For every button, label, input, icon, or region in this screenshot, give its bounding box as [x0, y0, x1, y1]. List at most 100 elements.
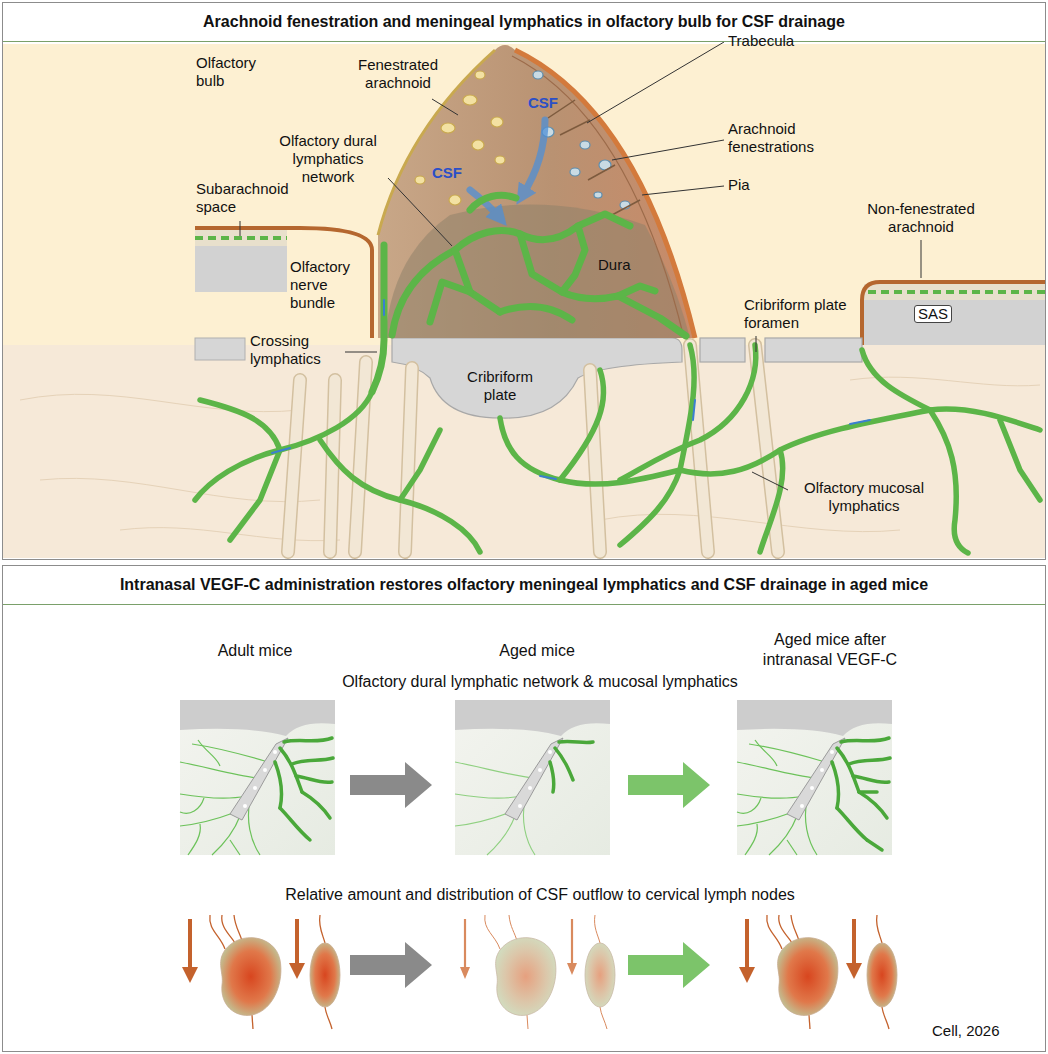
olfactory-nerve: [405, 368, 412, 552]
vegfc-lymphatics: [849, 758, 890, 764]
fenestration: [580, 141, 590, 149]
olfactory-nerve: [288, 345, 778, 552]
cribriform-plate: [195, 338, 245, 360]
aging-arrow: [350, 942, 432, 988]
arachnoid-edge: [515, 50, 695, 338]
cribriform-plate: [765, 338, 862, 362]
skull-bone: [864, 300, 1045, 345]
vegfc-lymphatics: [830, 750, 834, 754]
fenestration: [415, 176, 425, 184]
part-label: Dura: [598, 256, 631, 274]
leader-line: [345, 352, 377, 353]
part-label: Cribriform plate foramen: [744, 296, 856, 332]
fenestration: [495, 156, 505, 164]
vegfc-lymphatics: [837, 808, 867, 840]
adult-lymph-nodes: [222, 915, 235, 943]
aged-lymphatics: [550, 762, 554, 792]
olfactory-nerve: [355, 362, 366, 552]
cribriform-plate: [700, 338, 745, 362]
dural-lymphatics: [470, 195, 516, 210]
aged-lymphatics: [518, 804, 522, 808]
csf-in-vessel: [272, 300, 870, 479]
trabecula: [612, 200, 640, 215]
part-label: Olfactory mucosal lymphatics: [792, 478, 936, 516]
adult-lymphatics: [198, 740, 220, 766]
vegfc-lymph-nodes: [745, 919, 749, 969]
sas-lymphatic: [868, 290, 1045, 294]
aged-lymphatics: [538, 768, 542, 772]
olfactory-nerve: [288, 345, 778, 552]
crossing-lymphatic: [372, 245, 384, 392]
csf-flow-arrow: [522, 120, 545, 196]
fenestration: [533, 71, 543, 79]
cribriform-plate: [392, 338, 862, 418]
fenestration: [415, 71, 505, 205]
aged-lymph-nodes: [464, 919, 466, 969]
adult-lymph-nodes: [310, 943, 340, 1007]
vegfc-lymphatics: [800, 804, 804, 808]
dural-lymphatics: [562, 226, 585, 292]
fenestration: [491, 117, 503, 127]
condition-label: Aged mice after intranasal VEGF-C: [745, 630, 915, 670]
adult-lymph-nodes: [182, 967, 198, 983]
panel-two-art: [180, 700, 897, 1029]
adult-lymphatics: [180, 794, 246, 798]
part-label: Arachnoid fenestrations: [728, 120, 848, 156]
vegfc-lymph-nodes: [739, 915, 897, 1029]
adult-lymph-nodes: [252, 1015, 253, 1029]
figure-panel: Intranasal VEGF-C administration restore…: [2, 565, 1046, 1052]
panel-one-art: [3, 42, 1045, 558]
olfactory-nerve: [288, 380, 300, 552]
fenestration: [475, 71, 485, 79]
part-label: SAS: [914, 305, 952, 323]
mucosal-lymphatics: [680, 409, 1040, 474]
flow-label: CSF: [528, 94, 558, 112]
adult-lymphatics: [188, 824, 200, 855]
adult-lymphatics: [280, 808, 310, 840]
trabecula: [560, 120, 590, 135]
trabecula: [548, 100, 575, 118]
vegfc-lymphatics: [755, 740, 777, 766]
adult-lymphatics: [284, 738, 332, 742]
aged-lymph-nodes: [509, 915, 517, 941]
vegfc-lymphatics: [859, 792, 887, 818]
vegfc-lymphatics: [853, 776, 889, 782]
aging-arrow: [350, 762, 432, 808]
aged-lymphatics: [550, 741, 593, 792]
vegfc-lymphatics: [841, 738, 889, 742]
leader-line: [240, 42, 921, 490]
leader-line: [432, 99, 458, 115]
olfactory-nerve: [288, 380, 300, 552]
mucosal-lymphatics: [230, 450, 280, 540]
olfactory-nerve: [590, 370, 600, 552]
trabecula: [588, 165, 615, 180]
part-label: Olfactory dural lymphatics network: [270, 132, 386, 186]
adult-lymph-nodes: [182, 915, 340, 1029]
treatment-arrow: [628, 762, 710, 808]
region-label: Olfactory bulb: [196, 54, 276, 90]
vegfc-lymph-nodes: [767, 915, 782, 949]
olfactory-nerve: [288, 345, 778, 552]
olfactory-nerve: [590, 370, 600, 552]
sas-lymphatic: [195, 236, 287, 240]
adult-lymphatics: [180, 700, 335, 855]
olfactory-nerve: [405, 368, 412, 552]
fenestration: [594, 192, 602, 198]
olfactory-nerve: [330, 380, 335, 552]
adult-lymph-nodes: [221, 938, 281, 1016]
aged-lymph-nodes: [567, 963, 577, 975]
mucosal-lymphatics: [195, 345, 1040, 553]
vegfc-lymphatics: [737, 700, 892, 736]
fenestration: [533, 71, 630, 209]
mucosal-lymphatics: [500, 418, 680, 484]
leader-line: [587, 42, 724, 123]
olfactory-bulb: [378, 45, 695, 338]
vegfc-lymphatics: [737, 798, 761, 813]
aged-lymphatics: [455, 700, 610, 736]
aged-lymph-nodes: [527, 1015, 528, 1029]
part-label: Olfactory nerve bundle: [290, 258, 358, 312]
vegfc-lymphatics: [867, 840, 882, 850]
adult-lymphatics: [292, 758, 333, 764]
adult-lymphatics: [212, 816, 240, 855]
